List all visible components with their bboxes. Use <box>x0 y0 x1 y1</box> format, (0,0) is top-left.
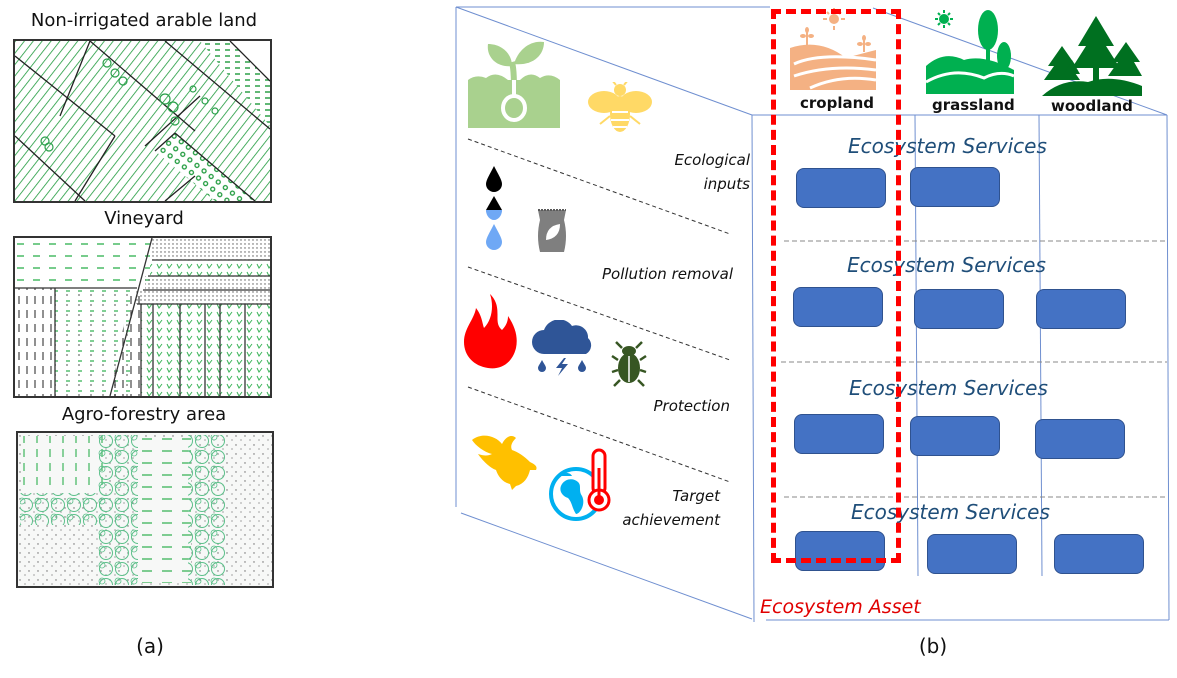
map-title-arable-land: Non-irrigated arable land <box>30 10 258 31</box>
category-divider-2 <box>467 266 731 361</box>
service-box-grassland-2[interactable] <box>914 289 1004 329</box>
front-left-edge <box>751 114 755 623</box>
seedling-icon <box>468 41 560 128</box>
beetle-icon <box>611 341 647 387</box>
service-box-cropland-3[interactable] <box>794 414 884 454</box>
ecosystem-services-title-1: Ecosystem Services <box>848 134 1047 158</box>
ecosystem-services-title-2: Ecosystem Services <box>847 253 1046 277</box>
frame-diagonal-right <box>872 7 1168 116</box>
vineyard-pattern <box>15 238 270 396</box>
category-divider-3 <box>467 386 731 483</box>
ecosystem-label-woodland: woodland <box>1051 97 1133 115</box>
arable-land-pattern <box>15 41 270 201</box>
category-label-line1: Protection <box>653 397 730 415</box>
category-target-achievement: Target achievement <box>580 484 720 532</box>
service-box-cropland-1[interactable] <box>796 168 886 208</box>
ecosystem-label-cropland: cropland <box>800 94 875 112</box>
category-label-line2: achievement <box>622 511 720 529</box>
service-box-grassland-3[interactable] <box>910 416 1000 456</box>
front-right-edge <box>1166 114 1170 621</box>
agroforestry-pattern <box>18 433 272 586</box>
eagle-icon <box>472 435 537 490</box>
caption-a: (a) <box>136 634 164 658</box>
fire-icon <box>464 294 517 369</box>
service-box-woodland-3[interactable] <box>1035 419 1125 459</box>
frame-diagonal-top <box>455 6 753 116</box>
category-label-line1: Pollution removal <box>602 265 733 283</box>
map-arable-land <box>13 39 272 203</box>
service-box-woodland-4[interactable] <box>1054 534 1144 574</box>
ecosystem-services-title-3: Ecosystem Services <box>849 376 1048 400</box>
category-ecological-inputs: Ecological inputs <box>600 148 750 196</box>
fertilizer-bag-icon <box>538 209 566 252</box>
water-drops-icon <box>486 166 502 250</box>
category-label-line2: inputs <box>703 175 750 193</box>
category-label-line1: Ecological <box>674 151 750 169</box>
service-box-cropland-2[interactable] <box>793 287 883 327</box>
map-agroforestry <box>16 431 274 588</box>
bee-icon <box>588 82 652 132</box>
ecosystem-asset-label: Ecosystem Asset <box>760 596 921 618</box>
service-box-cropland-4[interactable] <box>795 531 885 571</box>
woodland-icon <box>1042 16 1142 96</box>
frame-diagonal-bottom <box>460 512 753 620</box>
grassland-icon <box>925 10 1015 94</box>
ecosystem-services-title-4: Ecosystem Services <box>851 500 1050 524</box>
service-box-grassland-4[interactable] <box>927 534 1017 574</box>
category-divider-1 <box>467 138 731 235</box>
column-divider-2 <box>1038 114 1043 577</box>
globe-thermometer-icon <box>549 448 611 521</box>
map-vineyard <box>13 236 272 398</box>
category-label-line1: Target <box>672 487 720 505</box>
cropland-icon <box>790 8 876 90</box>
ecosystem-label-grassland: grassland <box>932 96 1015 114</box>
ecosystem-asset-highlight <box>771 9 901 563</box>
map-title-vineyard: Vineyard <box>104 208 184 229</box>
category-pollution-removal: Pollution removal <box>560 262 733 286</box>
service-box-grassland-1[interactable] <box>910 167 1000 207</box>
caption-b: (b) <box>918 634 948 658</box>
service-box-woodland-2[interactable] <box>1036 289 1126 329</box>
map-title-agroforestry: Agro-forestry area <box>61 404 227 425</box>
storm-cloud-icon <box>532 320 592 376</box>
category-protection: Protection <box>580 394 730 418</box>
